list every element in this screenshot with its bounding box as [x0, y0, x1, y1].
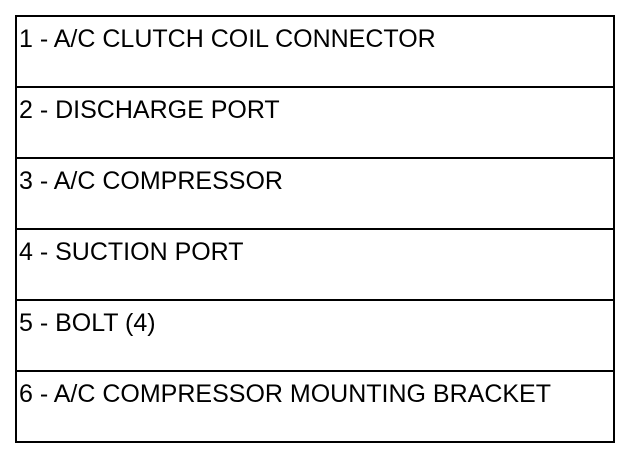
- legend-item-6: 6 - A/C COMPRESSOR MOUNTING BRACKET: [19, 380, 552, 408]
- legend-table: 1 - A/C CLUTCH COIL CONNECTOR 2 - DISCHA…: [15, 15, 615, 443]
- legend-item-5: 5 - BOLT (4): [17, 301, 613, 372]
- legend-item-1: 1 - A/C CLUTCH COIL CONNECTOR: [17, 17, 613, 88]
- legend-item-4: 4 - SUCTION PORT: [17, 230, 613, 301]
- legend-item-3: 3 - A/C COMPRESSOR: [17, 159, 613, 230]
- legend-item-2: 2 - DISCHARGE PORT: [17, 88, 613, 159]
